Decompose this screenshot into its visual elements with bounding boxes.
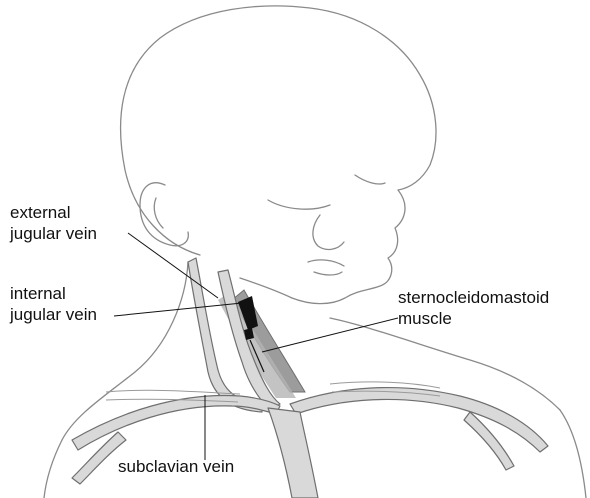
label-subclavian-line1: subclavian vein <box>118 456 234 477</box>
label-internal-line1: internal <box>10 283 97 304</box>
label-sternocleidomastoid-muscle: sternocleidomastoid muscle <box>398 287 549 329</box>
label-external-line1: external <box>10 202 97 223</box>
label-sternocleidomastoid-line2: muscle <box>398 308 549 329</box>
label-subclavian-vein: subclavian vein <box>118 456 234 477</box>
leader-internal-jugular <box>114 303 242 316</box>
leader-sternocleidomastoid <box>262 318 398 352</box>
label-external-line2: jugular vein <box>10 223 97 244</box>
label-internal-jugular-vein: internal jugular vein <box>10 283 97 325</box>
label-sternocleidomastoid-line1: sternocleidomastoid <box>398 287 549 308</box>
label-external-jugular-vein: external jugular vein <box>10 202 97 244</box>
label-internal-line2: jugular vein <box>10 304 97 325</box>
